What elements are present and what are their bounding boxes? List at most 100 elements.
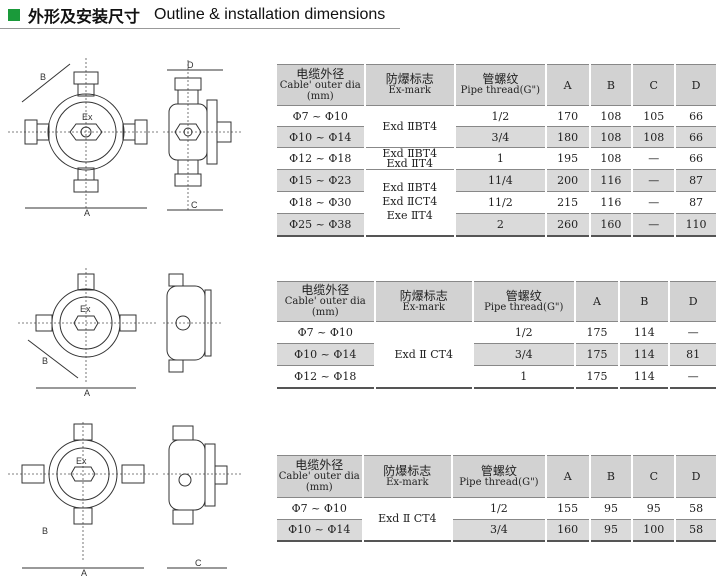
drawing-front-view-3: Ex A B [8,422,158,577]
table-cell: — [631,169,677,192]
header-text: 防爆标志 [399,288,448,303]
table-cell: 105 [631,105,677,127]
table-cell: Φ25 ~ Φ38 [275,213,366,236]
table-cell: 100 [631,519,677,541]
column-header: B [588,455,634,498]
ex-mark-text: Exe ⅡT4 [386,209,433,223]
table-cell: 200 [544,169,591,192]
table-cell: Exd Ⅱ CT4 [373,321,474,388]
table-cell: 108 [588,147,634,170]
table-cell: — [668,321,718,344]
table-cell: Exd Ⅱ CT4 [361,497,454,541]
dim-a-label: A [81,568,87,577]
header-text: Ex-mark [388,85,431,96]
table-cell: 66 [674,126,718,148]
table-cell: 66 [674,147,718,170]
table-cell: 110 [674,213,718,236]
table-cell: Φ12 ~ Φ18 [275,147,366,170]
column-header: B [618,281,671,322]
dim-b-label: B [42,526,48,536]
table-cell: Φ7 ~ Φ10 [275,497,364,520]
table-cell: 2 [454,213,547,236]
table-cell: 95 [588,497,634,520]
table-cell: 195 [544,147,591,170]
header-text: Ex-mark [386,476,429,488]
header-text: (mm) [305,482,333,493]
table-cell: 180 [544,126,591,148]
title-en: Outline & installation dimensions [154,6,386,23]
table-cell: 3/4 [451,519,547,541]
table-cell: Φ18 ~ Φ30 [275,191,366,214]
column-header: B [588,64,634,106]
header-text: 电缆外径 [296,66,345,81]
column-header: D [674,455,718,498]
table-cell: 95 [631,497,677,520]
header-text: (mm) [311,307,339,318]
header-text: Cable' outer dia [278,471,360,482]
table-cell: 108 [588,126,634,148]
table-cell: 66 [674,105,718,127]
header-text: 防爆标志 [383,463,432,478]
table-cell: 215 [544,191,591,214]
table-cell: Φ15 ~ Φ23 [275,169,366,192]
header-text: 电缆外径 [301,283,350,297]
column-header: A [544,455,591,498]
dim-b-label: B [42,356,48,366]
ex-mark-text: Exd ⅡT4 [386,156,434,170]
column-header: D [674,64,718,106]
drawing-front-view-2: Ex A B [18,268,158,398]
table-cell: 175 [573,343,621,366]
dim-d-label: D [187,60,194,70]
table-cell: 1/2 [454,105,547,127]
ex-label: Ex [80,304,91,314]
table-cell: Φ10 ~ Φ14 [275,126,366,148]
header-text: 管螺纹 [480,463,517,478]
table-cell: 87 [674,191,718,214]
table-cell: Φ7 ~ Φ10 [275,105,366,127]
table-cell: 116 [588,191,634,214]
section-header: 外形及安装尺寸 Outline & installation dimension… [8,4,385,26]
header-text: 管螺纹 [482,72,519,86]
header-text: Pipe thread(G") [459,476,539,488]
ex-label: Ex [82,112,93,122]
table-cell: 155 [544,497,591,520]
table-cell: 175 [573,321,621,344]
table-cell: 11/2 [454,191,547,214]
table-cell: 87 [674,169,718,192]
ex-mark-text: Exd ⅡCT4 [382,195,438,209]
table-cell: 11/4 [454,169,547,192]
table-cell: 58 [674,519,718,541]
table-cell: 108 [588,105,634,127]
table-cell: 3/4 [471,343,576,366]
dim-a-label: A [84,388,90,398]
table-cell: 260 [544,213,591,236]
header-text: 电缆外径 [295,458,344,472]
drawing-front-view-1: Ex A B [8,58,158,218]
table-cell: 1/2 [451,497,547,520]
title-cn: 外形及安装尺寸 [28,7,141,26]
header-text: Pipe thread(G") [460,85,541,96]
header-text: Cable' outer dia [284,296,366,307]
table-cell: Φ10 ~ Φ14 [275,343,376,366]
column-header: A [544,64,591,106]
table-cell: Φ10 ~ Φ14 [275,519,364,541]
table-cell: 58 [674,497,718,520]
